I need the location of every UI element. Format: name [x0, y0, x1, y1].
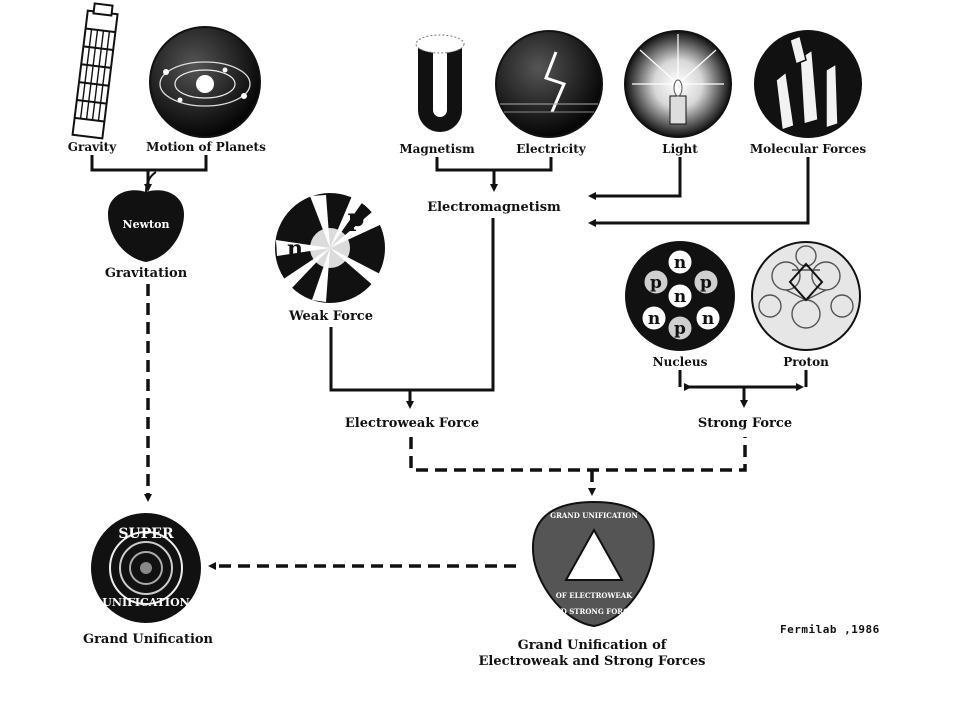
label-gravitation: Gravitation [104, 266, 188, 281]
nucleon-label: n [648, 309, 660, 329]
weak-force-illustration: p n e ν [275, 193, 385, 303]
proton-illustration [751, 241, 861, 351]
nucleon-label: n [674, 253, 686, 273]
nucleon-ball [667, 283, 693, 309]
nucleon-label: n [702, 309, 714, 329]
mobius-band-illustration: GRAND UNIFICATION OF ELECTROWEAK AND STR… [532, 500, 655, 628]
label-electroweak-force: Electroweak Force [344, 416, 480, 431]
label-electricity: Electricity [516, 142, 586, 156]
nucleon-ball [641, 305, 667, 331]
leaning-tower-illustration [71, 2, 119, 140]
connector-gravity [90, 155, 208, 172]
electricity-illustration [495, 30, 603, 138]
nucleon-ball [693, 269, 719, 295]
nucleon-label: p [650, 273, 662, 293]
particle-nu: ν [341, 271, 355, 295]
newton-apple: Newton [108, 171, 184, 262]
super-unification-illustration: SUPER UNIFICATION [91, 513, 201, 623]
label-molecular-forces: Molecular Forces [749, 142, 867, 156]
particle-e: e [364, 239, 377, 263]
connector-magnet-electricity [435, 157, 553, 172]
light-illustration [624, 30, 732, 138]
super-text: SUPER [118, 526, 174, 542]
label-gut-line2: Electroweak and Strong Forces [478, 654, 706, 669]
label-proton: Proton [783, 355, 829, 369]
label-magnetism: Magnetism [399, 142, 475, 156]
particle-n: n [287, 236, 303, 262]
label-weak-force: Weak Force [289, 309, 373, 324]
unification-text: UNIFICATION [102, 596, 189, 609]
nucleon-label: p [674, 319, 686, 339]
nucleon-ball [643, 269, 669, 295]
particle-p: p [348, 203, 365, 232]
nucleon-ball [667, 315, 693, 341]
label-nucleus: Nucleus [652, 355, 708, 369]
newton-label: Newton [123, 218, 170, 231]
label-motion-of-planets: Motion of Planets [146, 140, 266, 154]
connector-weak [329, 218, 495, 392]
connector-molecular [588, 157, 810, 227]
nucleon-label: n [674, 287, 686, 307]
dashed-electroweak-strong [409, 437, 747, 472]
planets-illustration [149, 26, 261, 138]
nucleon-ball [695, 305, 721, 331]
molecular-forces-illustration [754, 30, 862, 138]
mobius-text-a: GRAND UNIFICATION [550, 511, 638, 520]
label-grand-unification: Grand Unification [82, 632, 214, 647]
label-electromagnetism: Electromagnetism [427, 200, 561, 215]
connector-light [588, 157, 682, 200]
magnet-illustration [415, 34, 465, 132]
label-light: Light [662, 142, 698, 156]
label-gravity: Gravity [67, 140, 117, 154]
mobius-text-c: AND STRONG FORCES [548, 607, 639, 616]
nucleon-ball [667, 249, 693, 275]
nucleon-label: p [700, 273, 712, 293]
label-gut-line1: Grand Unification of [517, 638, 667, 653]
credit-text: Fermilab ,1986 [780, 623, 880, 636]
label-strong-force: Strong Force [697, 416, 793, 431]
mobius-text-b: OF ELECTROWEAK [556, 591, 633, 600]
